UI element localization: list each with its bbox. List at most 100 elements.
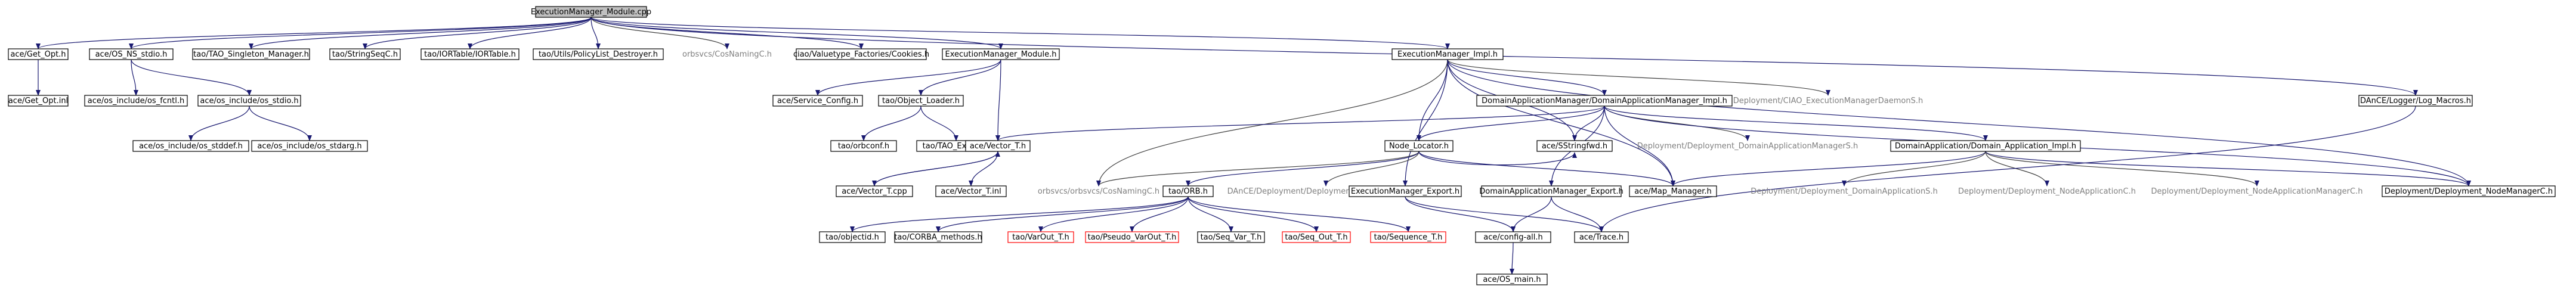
node-label: orbsvcs/CosNamingC.h bbox=[682, 50, 772, 59]
node-label: ace/OS_NS_stdio.h bbox=[95, 50, 168, 59]
graph-node-os-stdarg[interactable]: ace/os_include/os_stdarg.h bbox=[251, 140, 368, 152]
dependency-edge-root-to-iortable bbox=[468, 17, 592, 49]
node-label: tao/Sequence_T.h bbox=[1374, 233, 1443, 242]
node-box bbox=[1162, 185, 1214, 197]
node-label: Deployment/Deployment_NodeApplicationC.h bbox=[1958, 187, 2136, 196]
graph-node-ciao-em-daemon[interactable]: Deployment/CIAO_ExecutionManagerDaemonS.… bbox=[1733, 97, 1923, 105]
dependency-edge-object_loader-to-orbconf bbox=[861, 105, 921, 141]
graph-node-corba-methods[interactable]: tao/CORBA_methods.h bbox=[894, 231, 982, 243]
dependency-edge-da_impl-to-dep_namc bbox=[1985, 151, 2259, 187]
graph-node-orb-h[interactable]: tao/ORB.h bbox=[1162, 185, 1214, 197]
node-label: tao/Utils/PolicyList_Destroyer.h bbox=[539, 50, 658, 59]
dependency-edge-orb_h-to-varout_t bbox=[1038, 196, 1189, 232]
dependency-edge-orb_h-to-seq_out_t bbox=[1188, 196, 1319, 232]
graph-node-da-impl[interactable]: DomainApplication/Domain_Application_Imp… bbox=[1890, 140, 2081, 152]
graph-node-orbconf[interactable]: tao/orbconf.h bbox=[830, 140, 897, 152]
node-label: Deployment/CIAO_ExecutionManagerDaemonS.… bbox=[1733, 97, 1923, 105]
node-box bbox=[1536, 140, 1613, 152]
node-label: tao/StringSeqC.h bbox=[332, 50, 398, 59]
graph-node-dep-namc[interactable]: Deployment/Deployment_NodeApplicationMan… bbox=[2151, 187, 2363, 196]
graph-node-config-all[interactable]: ace/config-all.h bbox=[1475, 231, 1551, 243]
graph-node-get-opt-inl[interactable]: ace/Get_Opt.inl bbox=[8, 95, 69, 107]
graph-node-cosnaming-mid[interactable]: orbsvcs/orbsvcs/CosNamingC.h bbox=[1038, 187, 1159, 196]
node-label: Node_Locator.h bbox=[1389, 142, 1449, 151]
node-label: ExecutionManager_Module.cpp bbox=[531, 8, 651, 17]
node-label: Deployment/Deployment_NodeApplicationMan… bbox=[2151, 187, 2363, 196]
graph-node-map-manager[interactable]: ace/Map_Manager.h bbox=[1629, 185, 1717, 197]
dependency-edge-os_ns_stdio-to-os_fcntl bbox=[131, 59, 138, 96]
graph-node-os-fcntl[interactable]: ace/os_include/os_fcntl.h bbox=[84, 95, 188, 107]
graph-node-em-module-h[interactable]: ExecutionManager_Module.h bbox=[942, 48, 1060, 60]
node-box bbox=[1282, 231, 1351, 243]
graph-node-em-impl[interactable]: ExecutionManager_Impl.h bbox=[1391, 48, 1504, 60]
dependency-edge-root-to-em_module_h bbox=[590, 17, 1003, 49]
graph-node-seq-out-t[interactable]: tao/Seq_Out_T.h bbox=[1282, 231, 1351, 243]
dependency-edge-config_all-to-os_main bbox=[1510, 242, 1515, 275]
nodes-layer: ExecutionManager_Module.cpp ace/Get_Opt.h… bbox=[8, 6, 2556, 285]
graph-node-dep-nmc[interactable]: Deployment/Deployment_NodeManagerC.h bbox=[2382, 185, 2556, 197]
graph-node-sequence-t[interactable]: tao/Sequence_T.h bbox=[1370, 231, 1446, 243]
graph-node-os-stddef[interactable]: ace/os_include/os_stddef.h bbox=[132, 140, 249, 152]
graph-node-seq-var-t[interactable]: tao/Seq_Var_T.h bbox=[1197, 231, 1265, 243]
graph-node-root[interactable]: ExecutionManager_Module.cpp bbox=[531, 6, 651, 18]
graph-node-cosnaming-top[interactable]: orbsvcs/CosNamingC.h bbox=[682, 50, 772, 59]
graph-node-os-stdio[interactable]: ace/os_include/os_stdio.h bbox=[197, 95, 301, 107]
graph-node-valuetype[interactable]: ciao/Valuetype_Factories/Cookies.h bbox=[793, 48, 929, 60]
dependency-edge-dam_impl-to-map_manager bbox=[1604, 105, 1675, 187]
graph-node-sstringfwd[interactable]: ace/SStringfwd.h bbox=[1536, 140, 1613, 152]
dependency-edge-root-to-policy_list bbox=[590, 17, 601, 49]
node-label: ExecutionManager_Export.h bbox=[1351, 187, 1459, 196]
node-label: ace/Map_Manager.h bbox=[1634, 187, 1712, 196]
node-label: ace/SStringfwd.h bbox=[1542, 142, 1607, 151]
node-box bbox=[2382, 185, 2556, 197]
node-label: tao/IORTable/IORTable.h bbox=[424, 50, 516, 59]
node-label: DomainApplicationManager/DomainApplicati… bbox=[1482, 97, 1727, 105]
dependency-edge-dam_impl-to-da_impl bbox=[1604, 105, 1988, 141]
node-box bbox=[1481, 185, 1622, 197]
dependency-edge-orb_h-to-pseudo_varout bbox=[1130, 196, 1189, 232]
graph-node-vector-t-inl[interactable]: ace/Vector_T.inl bbox=[935, 185, 1007, 197]
node-label: tao/orbconf.h bbox=[838, 142, 889, 151]
graph-node-dep-dams[interactable]: Deployment/Deployment_DomainApplicationM… bbox=[1637, 142, 1858, 151]
dependency-edge-em_export-to-config_all bbox=[1405, 196, 1516, 232]
node-box bbox=[1574, 231, 1629, 243]
node-box bbox=[329, 48, 401, 60]
graph-node-stringseqc[interactable]: tao/StringSeqC.h bbox=[329, 48, 401, 60]
dependency-edge-orb_h-to-seq_var_t bbox=[1188, 196, 1233, 232]
graph-node-vector-t-cpp[interactable]: ace/Vector_T.cpp bbox=[836, 185, 913, 197]
graph-node-dam-impl[interactable]: DomainApplicationManager/DomainApplicati… bbox=[1476, 95, 1733, 107]
node-box bbox=[251, 140, 368, 152]
node-box bbox=[1349, 185, 1462, 197]
node-box bbox=[2358, 95, 2473, 107]
dependency-edge-root-to-tao_singleton bbox=[249, 17, 592, 49]
dependency-edge-da_impl-to-map_manager bbox=[1671, 151, 1986, 187]
dependency-edge-em_module_h-to-service_config bbox=[815, 59, 1001, 96]
node-box bbox=[878, 95, 964, 107]
node-label: ace/Vector_T.inl bbox=[941, 187, 1001, 196]
node-label: ace/Get_Opt.h bbox=[10, 50, 66, 59]
graph-node-tao-singleton[interactable]: tao/TAO_Singleton_Manager.h bbox=[192, 48, 310, 60]
dependency-edge-node_locator-to-map_manager bbox=[1418, 151, 1675, 187]
graph-node-service-config[interactable]: ace/Service_Config.h bbox=[772, 95, 863, 107]
graph-node-objectid[interactable]: tao/objectid.h bbox=[819, 231, 886, 243]
graph-node-os-ns-stdio[interactable]: ace/OS_NS_stdio.h bbox=[89, 48, 174, 60]
graph-node-dam-export[interactable]: DomainApplicationManager_Export.h bbox=[1479, 185, 1623, 197]
graph-node-log-macros[interactable]: DAnCE/Logger/Log_Macros.h bbox=[2358, 95, 2473, 107]
graph-node-varout-t[interactable]: tao/VarOut_T.h bbox=[1007, 231, 1074, 243]
graph-node-vector-t-h[interactable]: ace/Vector_T.h bbox=[965, 140, 1031, 152]
graph-node-object-loader[interactable]: tao/Object_Loader.h bbox=[878, 95, 964, 107]
node-box bbox=[533, 48, 664, 60]
graph-node-iortable[interactable]: tao/IORTable/IORTable.h bbox=[420, 48, 519, 60]
graph-node-dep-das[interactable]: Deployment/Deployment_DomainApplicationS… bbox=[1751, 187, 1938, 196]
graph-node-dep-nac[interactable]: Deployment/Deployment_NodeApplicationC.h bbox=[1958, 187, 2136, 196]
graph-node-em-export[interactable]: ExecutionManager_Export.h bbox=[1349, 185, 1462, 197]
graph-node-node-locator[interactable]: Node_Locator.h bbox=[1384, 140, 1454, 152]
graph-node-os-main[interactable]: ace/OS_main.h bbox=[1476, 274, 1548, 285]
graph-node-get-opt-h[interactable]: ace/Get_Opt.h bbox=[8, 48, 69, 60]
graph-node-pseudo-varout[interactable]: tao/Pseudo_VarOut_T.h bbox=[1085, 231, 1179, 243]
graph-node-ace-trace[interactable]: ace/Trace.h bbox=[1574, 231, 1629, 243]
graph-node-policy-list[interactable]: tao/Utils/PolicyList_Destroyer.h bbox=[533, 48, 664, 60]
node-box bbox=[1085, 231, 1179, 243]
dependency-edge-vector_t_cpp-to-vector_t_h bbox=[874, 151, 1000, 187]
dependency-edge-dam_impl-to-node_locator bbox=[1417, 105, 1605, 141]
